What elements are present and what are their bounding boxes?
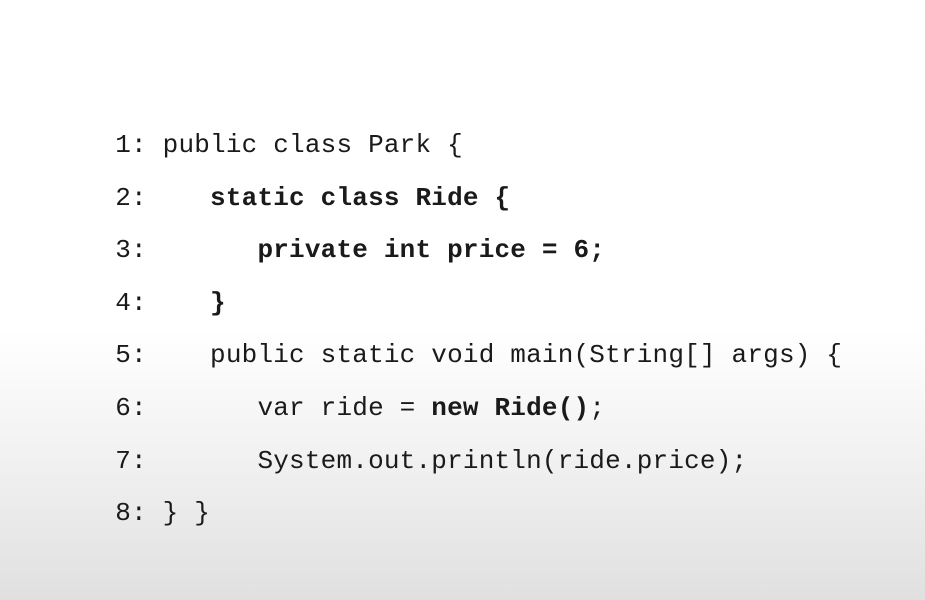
indent — [147, 498, 163, 528]
line-number: 5: — [115, 340, 147, 371]
code-line-5: 5: public static void main(String[] args… — [52, 288, 842, 370]
indent — [147, 235, 258, 265]
code-line-1: 1: public class Park { — [52, 78, 842, 160]
line-number: 8: — [115, 498, 147, 529]
indent — [147, 288, 210, 318]
code-text: var ride = — [257, 392, 432, 423]
indent — [147, 183, 210, 213]
code-line-7: 7: System.out.println(ride.price); — [52, 394, 842, 476]
line-number: 6: — [115, 392, 147, 423]
code-text: private int price = 6; — [257, 235, 606, 266]
code-text: } — [210, 287, 226, 318]
code-line-6: 6: var ride = new Ride(); — [52, 341, 842, 423]
indent — [147, 130, 163, 160]
indent — [147, 393, 258, 423]
line-number: 1: — [115, 130, 147, 160]
line-number: 3: — [115, 235, 147, 266]
code-text: static class Ride { — [210, 182, 511, 213]
code-text: public class Park { — [162, 130, 463, 160]
code-text: System.out.println(ride.price); — [257, 445, 748, 476]
code-text: } } — [162, 498, 211, 529]
line-number: 4: — [115, 287, 147, 318]
code-text: public static void main(String[] args) { — [210, 340, 843, 371]
line-number: 2: — [115, 182, 147, 213]
code-line-8: 8: } } — [52, 446, 842, 528]
indent — [147, 340, 210, 370]
code-text: ; — [589, 392, 606, 423]
code-line-3: 3: private int price = 6; — [52, 183, 842, 265]
line-number: 7: — [115, 445, 147, 476]
code-text-bold: new Ride() — [431, 392, 590, 423]
code-listing: 1: public class Park { 2: static class R… — [52, 78, 842, 528]
indent — [147, 446, 258, 476]
code-line-4: 4: } — [52, 236, 842, 318]
code-line-2: 2: static class Ride { — [52, 131, 842, 213]
